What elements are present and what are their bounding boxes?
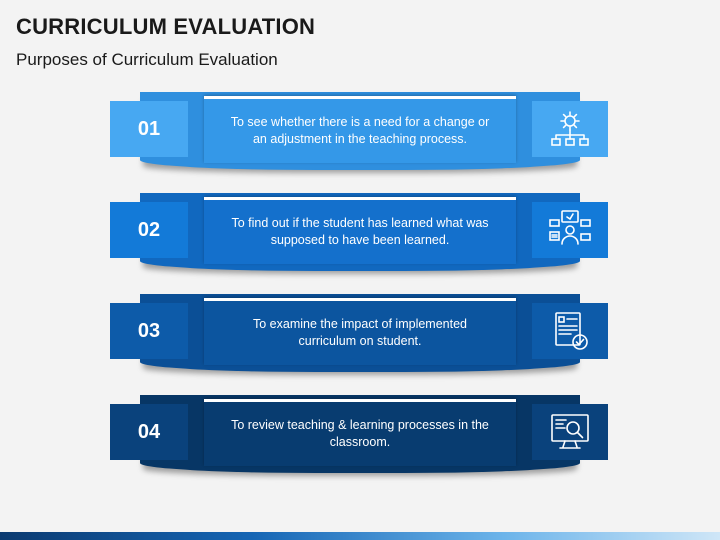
item-text: To see whether there is a need for a cha…: [230, 115, 490, 146]
item-number: 01: [110, 101, 188, 157]
item-text-box: To examine the impact of implemented cur…: [204, 298, 516, 365]
item-number: 02: [110, 202, 188, 258]
icon-box: [532, 303, 608, 359]
purpose-row-3: 03 To examine the impact of implemented …: [110, 294, 610, 374]
item-text: To review teaching & learning processes …: [231, 418, 489, 449]
icon-box: [532, 101, 608, 157]
item-text-box: To find out if the student has learned w…: [204, 197, 516, 264]
purpose-row-4: 04 To review teaching & learning process…: [110, 395, 610, 475]
item-number: 04: [110, 404, 188, 460]
icon-box: [532, 202, 608, 258]
item-text: To find out if the student has learned w…: [231, 216, 489, 247]
checklist-document-icon: [555, 312, 588, 350]
purpose-row-2: 02 To find out if the student has learne…: [110, 193, 610, 273]
item-number: 03: [110, 303, 188, 359]
item-text-box: To review teaching & learning processes …: [204, 399, 516, 466]
icon-box: [532, 404, 608, 460]
purpose-row-1: 01 To see whether there is a need for a …: [110, 92, 610, 172]
student-feedback-icon: [549, 210, 591, 245]
item-text: To examine the impact of implemented cur…: [253, 317, 467, 348]
monitor-search-icon: [551, 414, 589, 449]
footer-bar: [0, 532, 720, 540]
item-text-box: To see whether there is a need for a cha…: [204, 96, 516, 163]
page-title: CURRICULUM EVALUATION: [16, 14, 316, 39]
gear-network-icon: [551, 111, 589, 146]
page-subtitle: Purposes of Curriculum Evaluation: [16, 50, 278, 69]
